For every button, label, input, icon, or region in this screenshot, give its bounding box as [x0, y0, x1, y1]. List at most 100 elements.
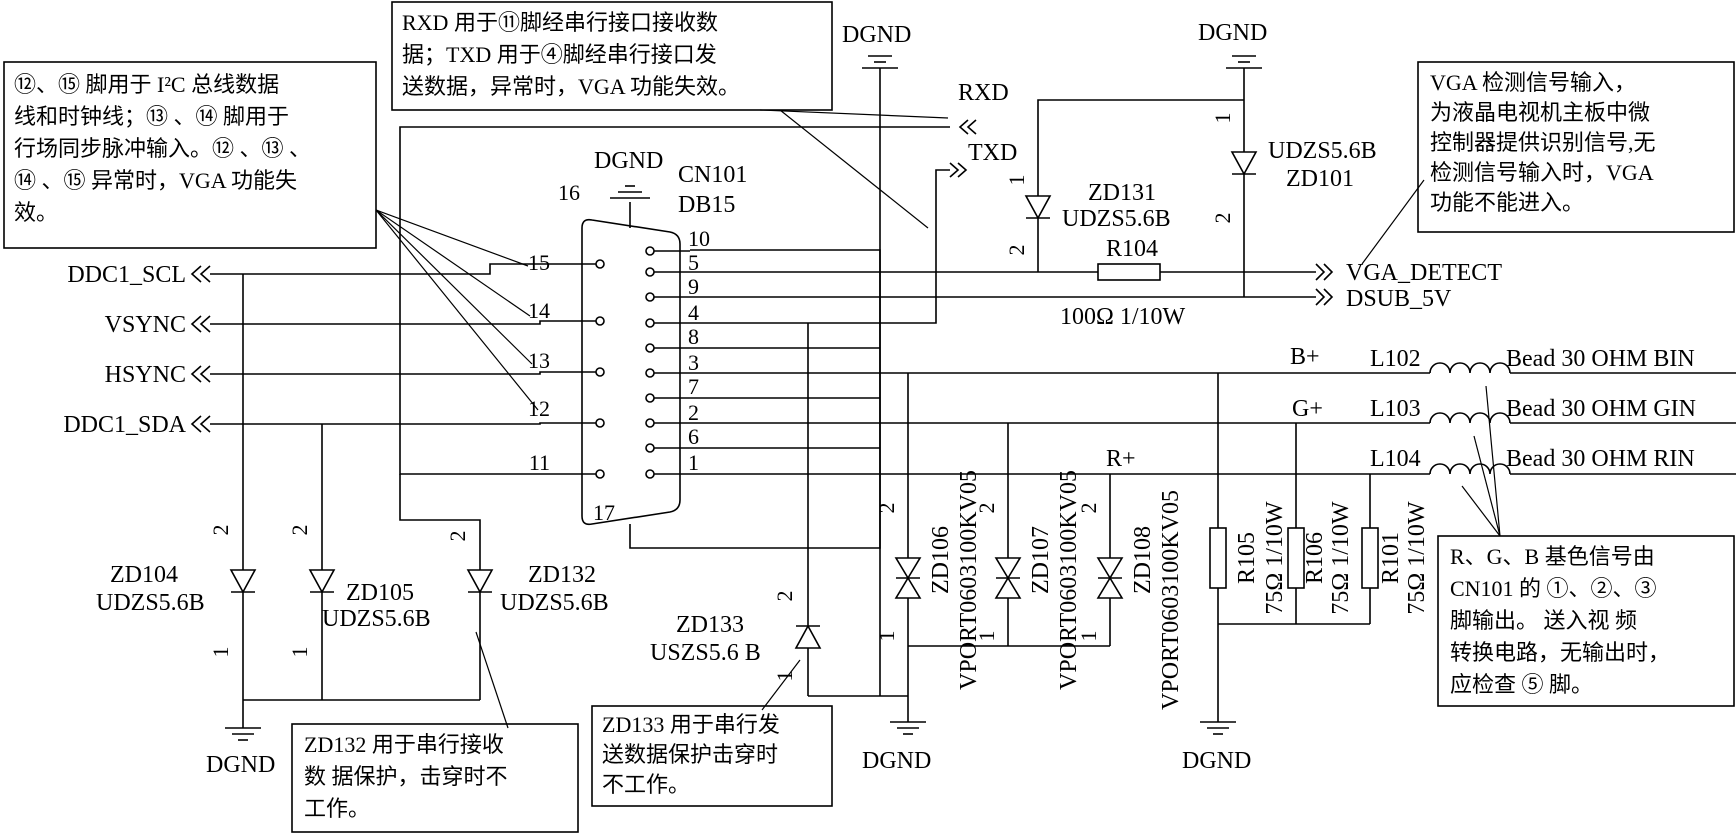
callout-rgb: R、G、B 基色信号由 CN101 的 ①、②、③ 脚输出。 送入视 频 转换电… [1437, 535, 1735, 707]
callout-zd132: ZD132 用于串行接收 数 据保护，击穿时不 工作。 [291, 723, 579, 833]
note-zd133-line2: 送数据保护击穿时 [602, 742, 778, 767]
rxd-chevron [958, 119, 977, 135]
zd131-top-wire [1037, 99, 1244, 196]
pin-16-label: 16 [558, 180, 580, 205]
zd107-ref: ZD107 [1028, 526, 1054, 594]
zd108-part: VPORT0603100KV05 [1158, 490, 1184, 710]
note-zd132-line1: ZD132 用于串行接收 [304, 732, 504, 757]
r101-resistor: R101 75Ω 1/10W [1361, 474, 1430, 624]
note-rgb-line4: 转换电路，无输出时， [1450, 640, 1670, 665]
r106-resistor: R106 75Ω 1/10W [1287, 423, 1354, 624]
r101-value: 75Ω 1/10W [1404, 501, 1430, 615]
signal-hsync: HSYNC [105, 362, 186, 388]
ground-label-top1: DGND [842, 22, 911, 48]
note-rgb-line3: 脚输出。 送入视 频 [1450, 608, 1637, 633]
signal-b-plus: B+ [1290, 344, 1320, 370]
zd107-pin1: 1 [974, 631, 999, 642]
pin-13-label: 13 [528, 348, 550, 373]
l102-inductor: L102 Bead 30 OHM BIN [1370, 346, 1736, 374]
zd105-ref: ZD105 [346, 580, 414, 606]
zd131-diode: 1 2 ZD131 UDZS5.6B [1004, 175, 1171, 272]
pin-4-label: 4 [688, 300, 699, 325]
signal-rxd: RXD [958, 80, 1009, 106]
note-zd132-line2: 数 据保护，击穿时不 [304, 764, 508, 789]
signal-rin: Bead 30 OHM RIN [1506, 446, 1695, 472]
zd104-diode: 2 1 ZD104 UDZS5.6B [96, 274, 257, 700]
pin-2-label: 2 [688, 400, 699, 425]
connector-type: DB15 [678, 192, 735, 218]
note-vga-line3: 控制器提供识别信号,无 [1430, 130, 1656, 155]
zd107-pin2: 2 [974, 503, 999, 514]
ground-label-right: DGND [1182, 748, 1251, 774]
pin-7-label: 7 [688, 374, 699, 399]
l103-ref: L103 [1370, 396, 1421, 422]
zd106-diode: 2 1 ZD106 VPORT0603100KV05 [874, 373, 982, 690]
signal-ddc1-scl: DDC1_SCL [67, 262, 186, 288]
db15-connector: CN101 DB15 15 14 13 12 11 10 5 9 4 8 3 7… [528, 162, 747, 526]
zd108-diode: 2 1 ZD108 VPORT0603100KV05 [1076, 474, 1184, 710]
signal-vsync: VSYNC [105, 312, 186, 338]
zd105-pin2: 2 [287, 525, 312, 536]
note-rgb-line5: 应检查 ⑤ 脚。 [1450, 672, 1593, 697]
zd104-pin1: 1 [208, 647, 233, 658]
zd132-pin2: 2 [445, 531, 470, 542]
signal-g-plus: G+ [1292, 396, 1323, 422]
ground-label-middle: DGND [862, 748, 931, 774]
note-vga-line4: 检测信号输入时，VGA [1430, 160, 1654, 185]
zd132-diode: 2 ZD132 UDZS5.6B [445, 531, 609, 700]
ground-symbol-right: DGND [1182, 624, 1251, 774]
zd133-pin1: 1 [772, 671, 797, 682]
zd133-pin2: 2 [772, 591, 797, 602]
zd133-ref: ZD133 [676, 612, 744, 638]
signal-gin: Bead 30 OHM GIN [1506, 396, 1696, 422]
ground-label-top2: DGND [1198, 20, 1267, 46]
note-rgb-line2: CN101 的 ①、②、③ [1450, 576, 1657, 601]
pin-1-label: 1 [688, 450, 699, 475]
r105-value: 75Ω 1/10W [1262, 501, 1288, 615]
vga-detect-chevron [1315, 263, 1334, 281]
note-serial-line2: 据；TXD 用于④脚经串行接口发 [402, 42, 717, 67]
zd104-pin2: 2 [208, 525, 233, 536]
zd132-part: UDZS5.6B [500, 590, 609, 616]
pin-6-label: 6 [688, 424, 699, 449]
connector-name: CN101 [678, 162, 747, 188]
note-i2c-line1: ⑫、⑮ 脚用于 I²C 总线数据 [14, 72, 279, 97]
ground-label-left: DGND [206, 752, 275, 778]
zd101-pin2: 2 [1210, 213, 1235, 224]
zd108-pin1: 1 [1076, 631, 1101, 642]
l104-inductor: L104 Bead 30 OHM RIN [1370, 446, 1736, 475]
signal-dsub-5v: DSUB_5V [1346, 286, 1452, 312]
zd132-ref: ZD132 [528, 562, 596, 588]
zd101-ref: ZD101 [1286, 166, 1354, 192]
note-zd132-line3: 工作。 [304, 796, 370, 821]
zd106-ref: ZD106 [928, 526, 954, 594]
zd106-pin2: 2 [874, 503, 899, 514]
note-i2c-line4: ⑭ 、⑮ 异常时，VGA 功能失 [14, 168, 297, 193]
r104-value: 100Ω 1/10W [1060, 304, 1186, 330]
pin-14-label: 14 [528, 298, 550, 323]
zd131-pin1: 1 [1004, 175, 1029, 186]
ground-symbol-top2: DGND [1198, 20, 1267, 152]
zd108-pin2: 2 [1076, 503, 1101, 514]
note-vga-line1: VGA 检测信号输入， [1430, 70, 1636, 95]
ground-symbol-top1: DGND [842, 22, 911, 696]
zd105-pin1: 1 [287, 647, 312, 658]
zd133-diode: 2 1 ZD133 USZS5.6 B [650, 323, 822, 696]
zd108-ref: ZD108 [1130, 526, 1156, 594]
callout-vga-detect: VGA 检测信号输入， 为液晶电视机主板中微 控制器提供识别信号,无 检测信号输… [1417, 61, 1735, 233]
callout-serial: RXD 用于⑪脚经串行接口接收数 据；TXD 用于④脚经串行接口发 送数据，异常… [391, 1, 833, 111]
r106-value: 75Ω 1/10W [1328, 501, 1354, 615]
signal-ddc1-sda: DDC1_SDA [63, 412, 186, 438]
signal-bin: Bead 30 OHM BIN [1506, 346, 1695, 372]
r101-ref: R101 [1378, 532, 1404, 584]
pin-11-label: 11 [529, 450, 550, 475]
note-zd133-line3: 不工作。 [602, 772, 690, 797]
signal-r-plus: R+ [1106, 446, 1136, 472]
zd107-part: VPORT0603100KV05 [1056, 470, 1082, 690]
dsub-5v-chevron [1315, 288, 1334, 306]
pin-3-label: 3 [688, 350, 699, 375]
ground-label-connector: DGND [594, 148, 663, 174]
txd-chevron [949, 162, 968, 178]
